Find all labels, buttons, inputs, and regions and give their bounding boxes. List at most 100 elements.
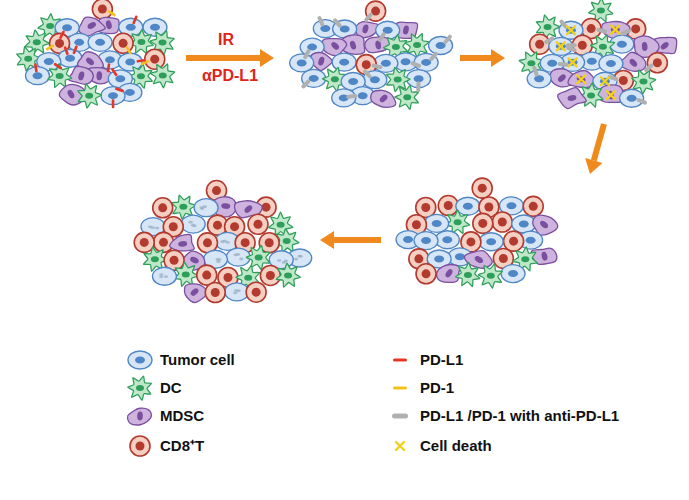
t-cell: [492, 212, 512, 232]
t-cell: [416, 264, 436, 284]
mdsc-cell: [558, 88, 587, 109]
pill-marker: [620, 28, 632, 36]
tumor-cell: [25, 67, 49, 85]
treatment-label: IR: [218, 31, 234, 49]
x-marker: [569, 58, 577, 66]
pill-marker: [317, 15, 325, 27]
tumor-cell: [332, 53, 356, 71]
pill-marker: [346, 94, 357, 99]
t-cell: [523, 196, 543, 216]
arrow-head: [491, 49, 505, 67]
t-cell: [145, 49, 165, 69]
pd1-marker: [46, 44, 55, 51]
pill-marker: [362, 69, 372, 80]
t-cell: [130, 436, 150, 456]
arrow-head: [320, 231, 334, 249]
legend-swatch: [393, 387, 407, 390]
dc-cell: [456, 262, 480, 286]
dc-cell: [128, 376, 152, 400]
pill-marker: [543, 36, 555, 45]
tumor-cell: [414, 232, 438, 250]
legend-swatch: [393, 359, 407, 362]
pdl1-marker: [111, 68, 118, 77]
tumor-cell: [88, 33, 112, 51]
pill-marker: [363, 12, 373, 23]
tumor-cell: [435, 231, 459, 249]
t-cell: [647, 53, 667, 73]
tumor-cell: [194, 199, 218, 217]
dc-cell: [395, 85, 419, 109]
process-arrow: [594, 124, 604, 161]
tumor-cell: [181, 215, 205, 233]
pill-marker: [332, 18, 342, 29]
legend-text: CD8⁺T: [160, 438, 204, 455]
tumor-cell: [425, 214, 449, 232]
pill-marker: [443, 34, 453, 45]
mdsc-cell: [128, 408, 152, 425]
pdl1-marker: [72, 45, 78, 54]
t-cell: [153, 198, 173, 218]
arrow-head: [260, 49, 274, 67]
mdsc-cell: [371, 90, 396, 107]
legend-icons: [128, 351, 408, 456]
legend-text: MDSC: [160, 408, 204, 425]
x-marker: [567, 26, 575, 34]
tumor-cell: [152, 267, 176, 285]
pill-marker: [636, 97, 648, 105]
tumor-cell: [599, 55, 623, 73]
pdl1-marker: [107, 63, 111, 72]
pill-marker: [565, 45, 577, 52]
tumor-cell: [128, 351, 152, 369]
t-cell: [246, 282, 266, 302]
tumor-cell: [527, 70, 551, 88]
arrow-head: [585, 158, 602, 174]
tumor-cell: [479, 233, 503, 251]
dc-cell: [386, 67, 410, 91]
x-marker: [607, 91, 615, 99]
legend-text: Tumor cell: [160, 352, 235, 369]
x-marker: [611, 26, 619, 34]
pill-marker: [428, 51, 438, 62]
mdsc-cell: [437, 264, 460, 282]
pill-marker: [596, 27, 608, 34]
mdsc-cell: [69, 66, 94, 84]
t-cell: [530, 34, 550, 54]
tumor-cell: [225, 283, 249, 301]
pill-marker: [557, 62, 568, 67]
process-arrows: [186, 49, 604, 249]
t-cell: [92, 0, 112, 19]
cell-cluster: [519, 0, 677, 109]
cell-cluster: [134, 181, 311, 303]
pill-marker: [301, 79, 312, 90]
mdsc-cell: [170, 234, 195, 251]
legend-text: PD-L1: [420, 352, 463, 369]
x-marker: [557, 42, 565, 50]
pdl1-marker: [132, 15, 138, 24]
cell-cluster: [396, 178, 558, 288]
pdl1-marker: [53, 62, 62, 69]
dc-cell: [150, 64, 174, 88]
pill-marker: [371, 63, 383, 69]
legend-text: PD-L1 /PD-1 with anti-PD-L1: [420, 408, 619, 425]
process-arrow: [460, 55, 491, 61]
process-arrow: [334, 237, 381, 243]
t-cell: [205, 283, 225, 303]
tumor-cell: [501, 265, 525, 283]
dc-cell: [276, 263, 300, 287]
dc-cell: [174, 262, 198, 286]
pdl1-marker: [64, 46, 70, 55]
pd1-marker: [125, 46, 132, 55]
process-arrow: [186, 55, 260, 61]
x-marker: [601, 77, 609, 85]
cell-cluster: [290, 1, 453, 109]
legend-text: Cell death: [420, 438, 492, 455]
dc-cell: [78, 84, 102, 108]
mdsc-cell: [184, 284, 207, 303]
pdl1-marker: [136, 59, 145, 63]
pdl1-marker: [34, 63, 38, 72]
pd1-marker: [107, 10, 116, 17]
pill-marker: [302, 48, 311, 60]
legend-swatch: [392, 414, 408, 419]
pdl1-marker: [112, 99, 115, 108]
